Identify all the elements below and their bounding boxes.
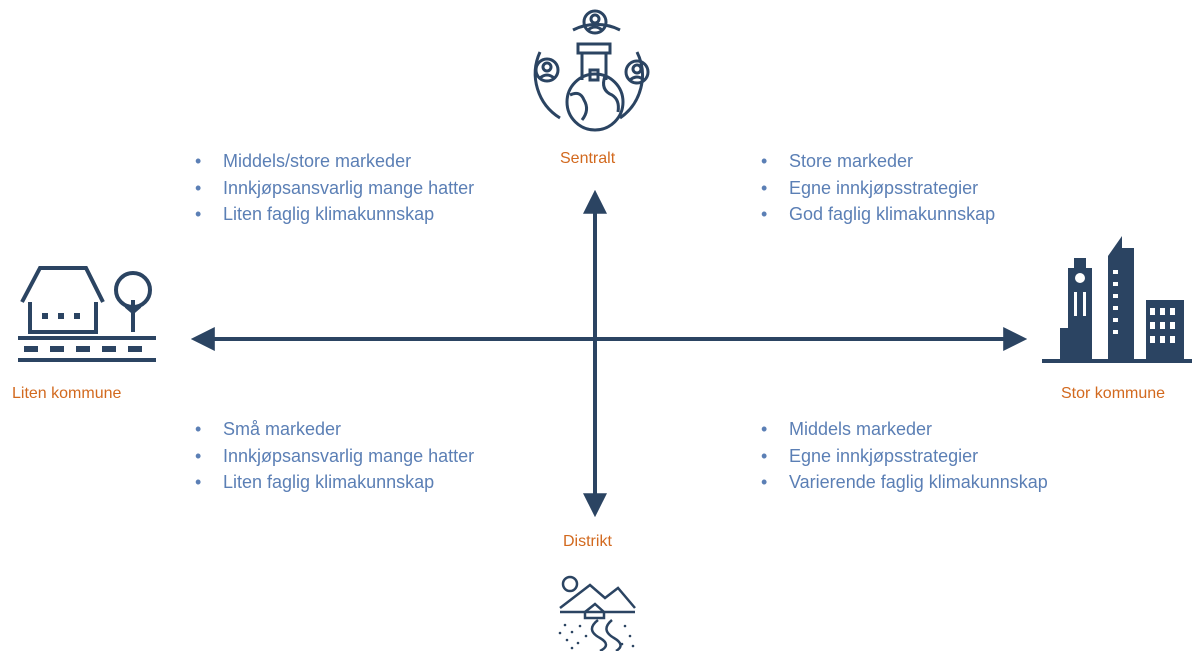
list-item: Innkjøpsansvarlig mange hatter	[195, 175, 474, 202]
list-item: Store markeder	[761, 148, 995, 175]
axis-label-right: Stor kommune	[1061, 385, 1166, 402]
list-item: Egne innkjøpsstrategier	[761, 443, 1048, 470]
road-dashes	[24, 346, 142, 352]
quadrant-bottom-left: Små markeder Innkjøpsansvarlig mange hat…	[195, 416, 474, 496]
axis-label-bottom: Distrikt	[563, 533, 612, 550]
axis-label-left: Liten kommune	[12, 385, 122, 402]
list-item: Egne innkjøpsstrategier	[761, 175, 995, 202]
big-city-skyscraper-icon	[1042, 236, 1192, 363]
list-item: Innkjøpsansvarlig mange hatter	[195, 443, 474, 470]
small-house-tree-icon	[18, 266, 156, 362]
central-city-globe-people-icon	[533, 9, 650, 132]
list-item: Middels markeder	[761, 416, 1048, 443]
axis-label-top: Sentralt	[560, 150, 616, 167]
list-item: Varierende faglig klimakunnskap	[761, 469, 1048, 496]
rural-mountain-river-icon	[558, 575, 636, 651]
list-item: God faglig klimakunnskap	[761, 201, 995, 228]
quadrant-top-right: Store markeder Egne innkjøpsstrategier G…	[761, 148, 995, 228]
list-item: Liten faglig klimakunnskap	[195, 469, 474, 496]
quadrant-bottom-right: Middels markeder Egne innkjøpsstrategier…	[761, 416, 1048, 496]
list-item: Middels/store markeder	[195, 148, 474, 175]
list-item: Liten faglig klimakunnskap	[195, 201, 474, 228]
quadrant-top-left: Middels/store markeder Innkjøpsansvarlig…	[195, 148, 474, 228]
list-item: Små markeder	[195, 416, 474, 443]
